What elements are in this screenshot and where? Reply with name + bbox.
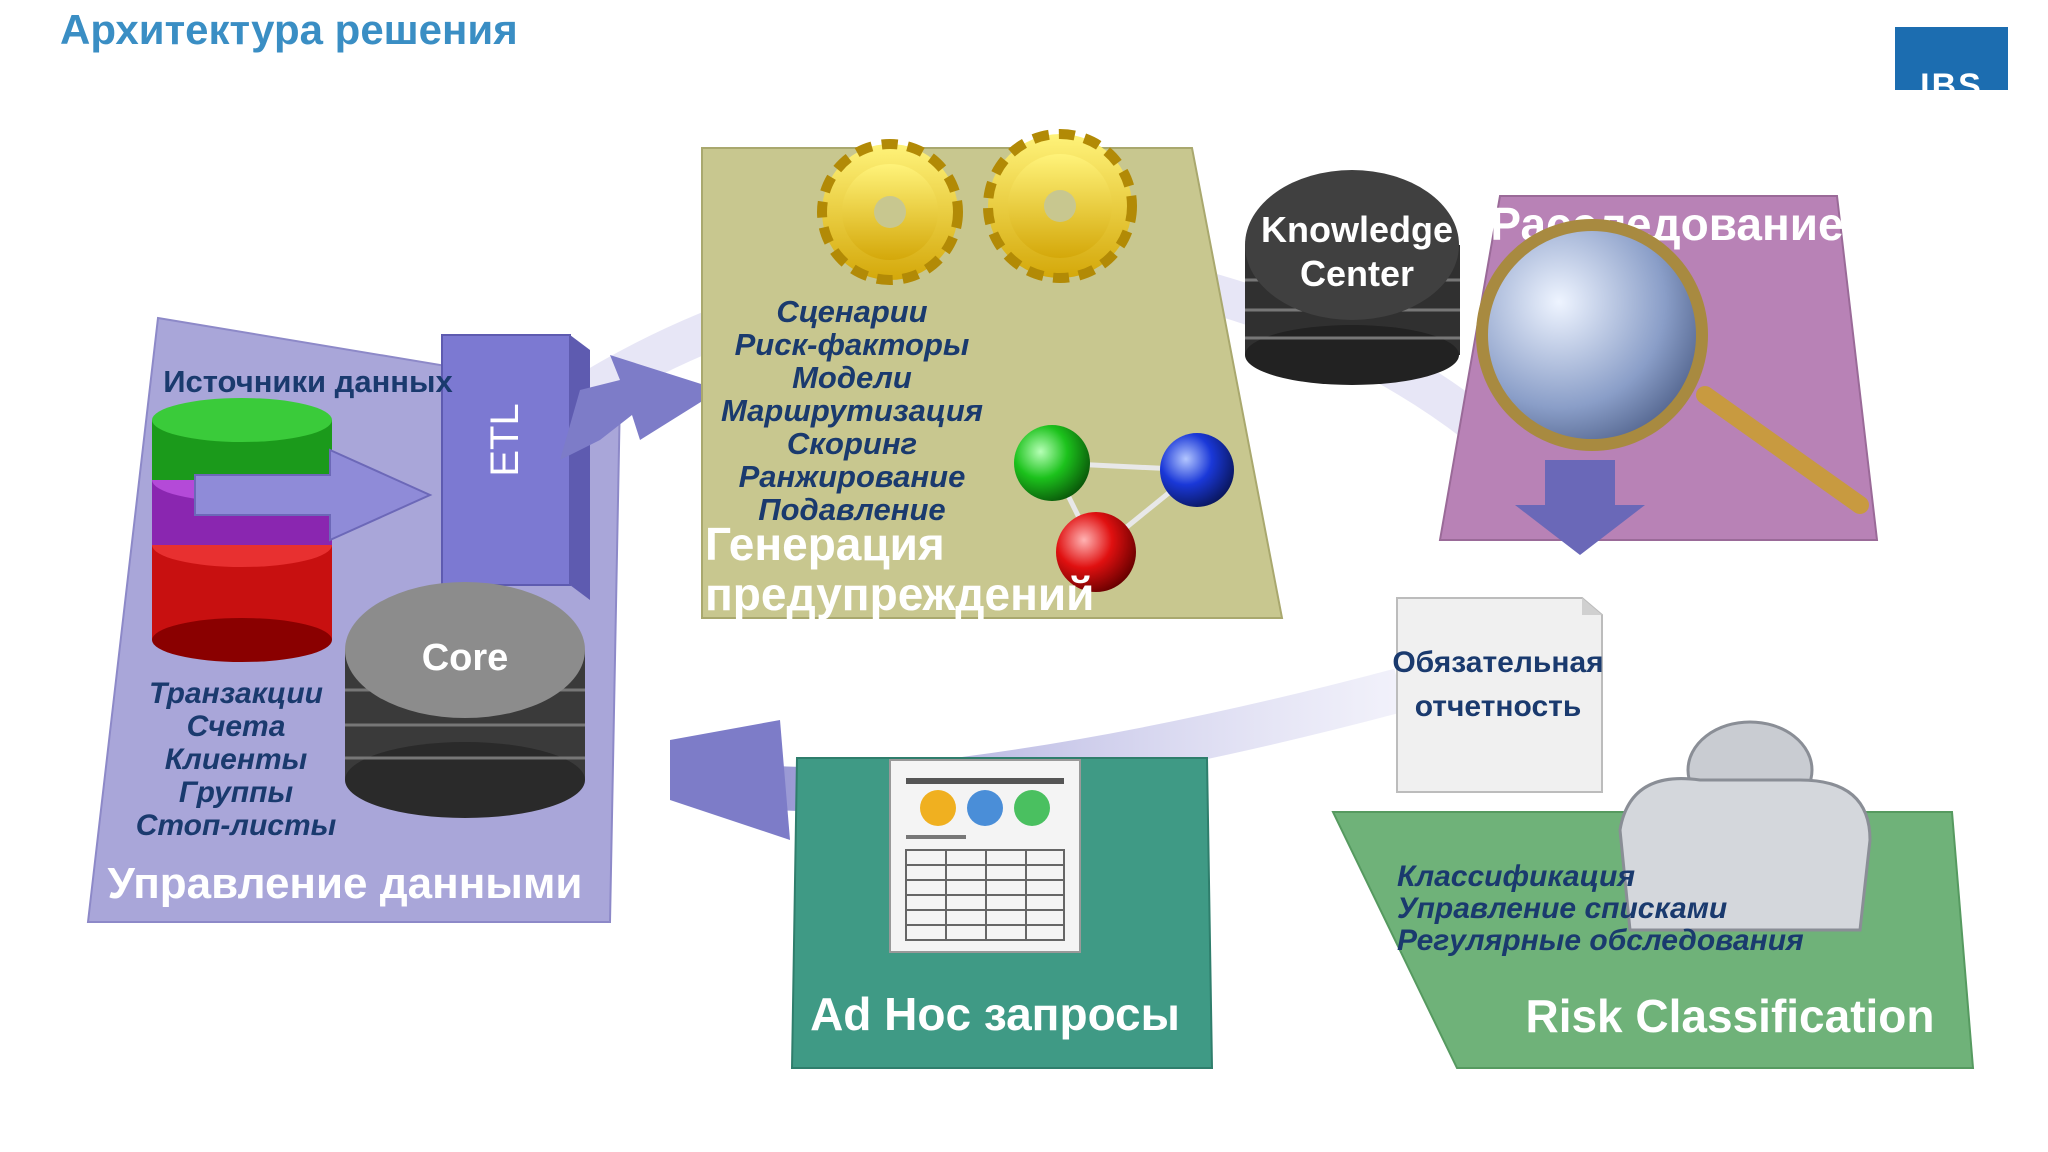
ibs-logo: IBS [1895, 27, 2008, 90]
arrow-to-data [670, 720, 790, 840]
sources-to-etl-arrow [194, 448, 433, 542]
risk-items-list: Классификация Управление списками Регуля… [1397, 860, 1804, 957]
alert-item: Подавление [758, 492, 945, 527]
data-management-title: Управление данными [108, 859, 583, 908]
molecule-icon [1014, 425, 1234, 592]
risk-classification-title: Risk Classification [1525, 990, 1934, 1042]
core-database-icon [345, 582, 585, 818]
data-item: Счета [187, 710, 286, 743]
data-sources-icon [152, 398, 332, 662]
alert-generation-title-line2: предупреждений [705, 568, 1094, 620]
reporting-label-line2: отчетность [1415, 690, 1582, 723]
knowledge-center-label-line2: Center [1300, 253, 1414, 294]
knowledge-center-database-icon [1245, 170, 1460, 385]
risk-item: Управление списками [1397, 892, 1727, 925]
alert-item: Модели [792, 360, 912, 395]
data-item: Группы [179, 776, 294, 809]
alert-item: Риск-факторы [735, 327, 970, 362]
data-item: Клиенты [165, 743, 308, 776]
data-items-list: Транзакции Счета Клиенты Группы Стоп-лис… [136, 677, 337, 842]
etl-label: ETL [483, 403, 527, 476]
investigation-down-arrow [1515, 460, 1645, 555]
person-figure-icon [1618, 720, 1872, 932]
logo-text: IBS [1920, 67, 1983, 90]
alert-item: Сценарии [776, 294, 927, 329]
gears-icon [817, 129, 1137, 285]
alert-item: Скоринг [787, 426, 917, 461]
risk-item: Регулярные обследования [1397, 924, 1804, 957]
etl-to-alerts-arrow [560, 355, 720, 460]
magnifier-icon [1476, 219, 1869, 514]
alert-generation-title-line1: Генерация [705, 518, 945, 570]
alert-item: Ранжирование [739, 459, 966, 494]
alert-item: Маршрутизация [721, 393, 983, 428]
report-sheet-icon [889, 759, 1081, 953]
page-title: Архитектура решения [60, 6, 518, 53]
reporting-label-line1: Обязательная [1392, 646, 1603, 679]
data-item: Стоп-листы [136, 809, 337, 842]
etl-block [441, 334, 590, 600]
reporting-document-icon [1396, 597, 1603, 793]
data-item: Транзакции [149, 677, 323, 710]
alert-items-list: Сценарии Риск-факторы Модели Маршрутизац… [721, 294, 983, 527]
adhoc-title: Ad Hoc запросы [810, 988, 1180, 1040]
core-label: Core [422, 637, 509, 679]
data-sources-label: Источники данных [163, 364, 453, 399]
risk-item: Классификация [1397, 860, 1635, 893]
knowledge-center-label-line1: Knowledge [1261, 209, 1453, 250]
